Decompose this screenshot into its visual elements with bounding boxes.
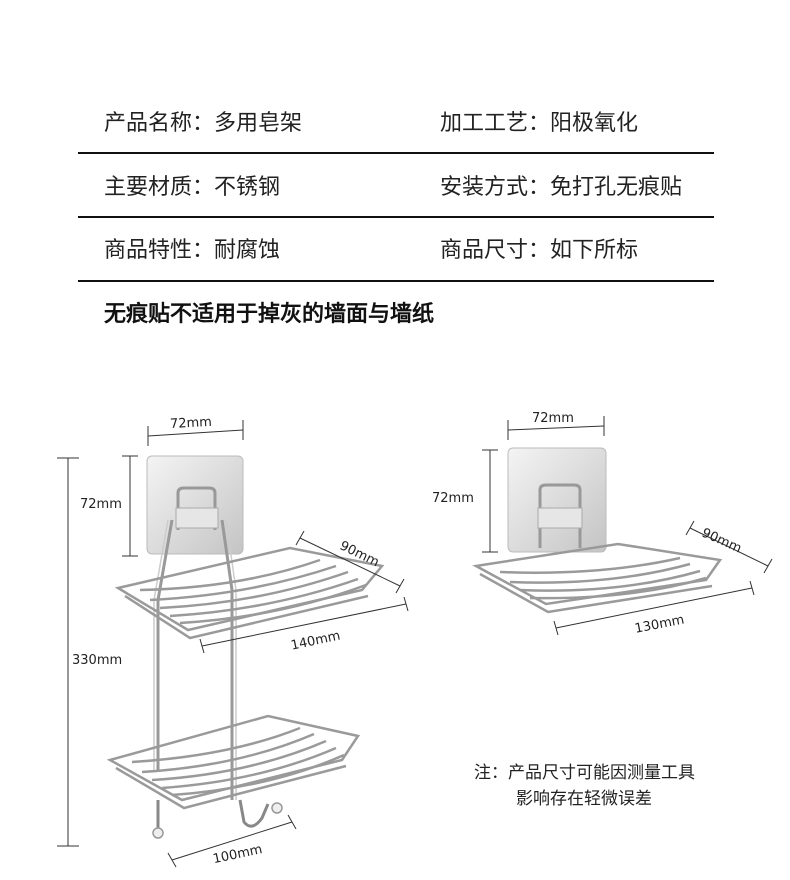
spec-row-2: 主要材质：不锈钢 安装方式：免打孔无痕贴 [78,156,714,220]
product-name: 产品名称：多用皂架 [104,111,303,136]
measurement-note: 注：产品尺寸可能因测量工具 影响存在轻微误差 [474,760,695,812]
divider [78,280,714,282]
pad-width-label: 72mm [170,415,213,432]
note-line-2: 影响存在轻微误差 [516,789,652,809]
material: 主要材质：不锈钢 [104,175,281,200]
total-height-label: 330mm [72,653,122,668]
product-dimension-figure: 72mm 72mm 330mm 90mm 140mm 100mm 72mm 72… [57,411,773,868]
wall-notice: 无痕贴不适用于掉灰的墙面与墙纸 [104,302,435,327]
tray-width-label: 140mm [290,629,342,654]
process: 加工工艺：阳极氧化 [440,111,639,136]
tray-depth-label: 90mm [699,526,743,557]
install-method: 安装方式：免打孔无痕贴 [440,175,683,200]
lower-tray-icon [106,714,361,810]
divider [78,152,714,154]
pad-width-label: 72mm [532,411,574,426]
spec-row-3: 商品特性：耐腐蚀 商品尺寸：如下所标 [78,219,714,283]
tray-depth-label: 90mm [337,538,381,570]
hook-icon [152,799,283,839]
feature: 商品特性：耐腐蚀 [104,238,281,263]
divider [78,216,714,218]
pad-height-label: 72mm [432,491,474,506]
bottom-width-label: 100mm [212,842,264,867]
pad-height-label: 72mm [80,497,122,512]
upper-tray-icon [114,546,385,640]
size: 商品尺寸：如下所标 [440,238,639,263]
single-tray-icon [472,542,723,614]
note-line-1: 注：产品尺寸可能因测量工具 [474,763,695,783]
tray-width-label: 130mm [634,612,686,636]
spec-row-1: 产品名称：多用皂架 加工工艺：阳极氧化 [78,92,714,156]
adhesive-pad [507,447,607,553]
